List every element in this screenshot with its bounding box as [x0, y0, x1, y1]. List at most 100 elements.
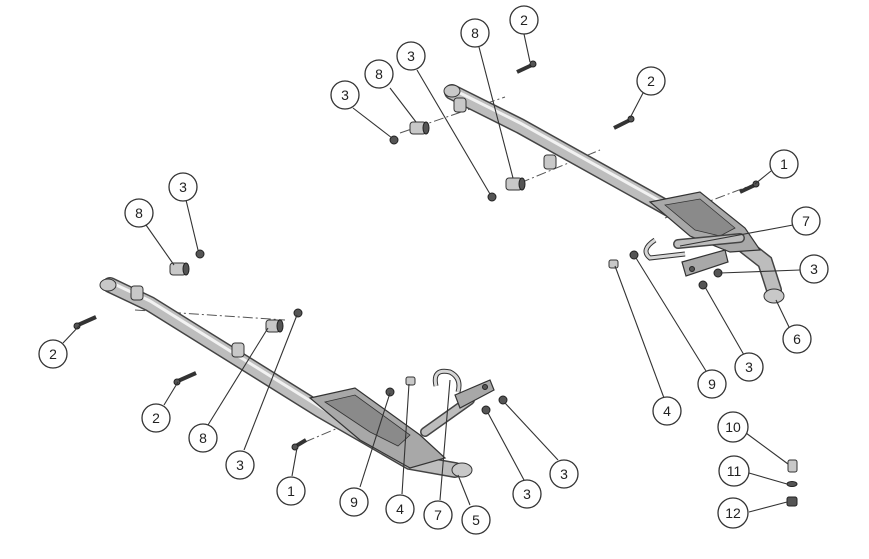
callout-lower-4: 4	[385, 494, 415, 524]
svg-text:3: 3	[341, 87, 349, 103]
lower-nut-3-a	[195, 249, 205, 259]
svg-text:9: 9	[708, 376, 716, 392]
upper-spacer-8-a	[409, 121, 430, 135]
lower-pin-4	[405, 376, 416, 386]
svg-text:8: 8	[471, 25, 479, 41]
detail-hardware-stack	[786, 459, 798, 507]
callout-upper-8: 8	[364, 59, 394, 89]
upper-boss-mid	[543, 154, 557, 170]
lower-nut-3-d	[498, 395, 508, 405]
svg-text:4: 4	[663, 403, 671, 419]
svg-text:10: 10	[725, 419, 741, 435]
callout-upper-9: 9	[697, 369, 727, 399]
svg-text:7: 7	[434, 507, 442, 523]
callout-lower-7: 7	[423, 500, 453, 530]
lower-bolt-2-left	[73, 315, 97, 330]
lower-washer-9	[385, 387, 395, 397]
svg-text:2: 2	[647, 73, 655, 89]
upper-bolt-2-top	[516, 60, 537, 74]
callouts: 2 8 3 3 8 2 1 7 3 6 3 9 4 3 8 2 2 8 3 1 …	[38, 5, 829, 535]
lower-boss-front	[130, 285, 144, 301]
svg-text:3: 3	[560, 466, 568, 482]
callout-upper-8-b: 8	[460, 18, 490, 48]
lower-end-cap	[451, 462, 473, 478]
leader-lines	[62, 33, 801, 513]
callout-lower-1: 1	[276, 476, 306, 506]
callout-lower-5: 5	[461, 505, 491, 535]
callout-upper-1: 1	[769, 149, 799, 179]
callout-detail-11: 11	[718, 455, 750, 487]
upper-rail-assembly	[389, 60, 785, 304]
callout-lower-3-d: 3	[549, 459, 579, 489]
svg-text:3: 3	[745, 359, 753, 375]
svg-text:7: 7	[802, 213, 810, 229]
callout-upper-4: 4	[652, 396, 682, 426]
callout-lower-3-b: 3	[225, 450, 255, 480]
svg-text:5: 5	[472, 512, 480, 528]
upper-spacer-8-b	[505, 177, 526, 191]
svg-text:2: 2	[520, 12, 528, 28]
callout-lower-8-b: 8	[188, 423, 218, 453]
svg-text:1: 1	[780, 156, 788, 172]
upper-bolt-2-right	[613, 115, 635, 130]
svg-text:3: 3	[179, 179, 187, 195]
svg-text:4: 4	[396, 501, 404, 517]
upper-pin-4	[608, 259, 619, 269]
callout-upper-7: 7	[791, 206, 821, 236]
callout-upper-3-a: 3	[330, 80, 360, 110]
upper-centerline-c	[664, 181, 761, 219]
lower-bolt-2-mid	[173, 371, 197, 386]
upper-end-cap	[763, 288, 785, 304]
upper-step-plate-tread	[664, 198, 736, 237]
upper-bracket-hole	[689, 266, 695, 272]
callout-detail-12: 12	[717, 497, 749, 529]
lower-step-plate-tread	[324, 394, 411, 447]
callout-lower-2-left: 2	[38, 339, 68, 369]
callout-detail-10: 10	[717, 411, 749, 443]
lower-spacer-8-b	[265, 319, 284, 333]
lower-bracket-hole	[482, 384, 488, 390]
upper-nut-3-b	[487, 192, 497, 202]
svg-text:12: 12	[725, 505, 741, 521]
upper-boss-front	[453, 97, 467, 113]
lower-spacer-8-a	[169, 262, 190, 276]
detail-washer-11	[786, 481, 798, 487]
upper-washer-9	[629, 250, 639, 260]
callout-lower-9: 9	[339, 487, 369, 517]
svg-text:2: 2	[152, 410, 160, 426]
callout-lower-3-a: 3	[168, 172, 198, 202]
lower-u-bolt-body	[433, 369, 461, 393]
upper-u-bolt-body	[644, 238, 686, 260]
upper-bolt-1	[739, 180, 760, 194]
lower-bolt-1	[291, 438, 308, 451]
detail-nut-12	[786, 496, 798, 507]
lower-nut-3-c	[481, 405, 491, 415]
svg-text:8: 8	[199, 430, 207, 446]
upper-front-cap	[443, 84, 461, 98]
svg-text:2: 2	[49, 346, 57, 362]
callout-upper-2-right: 2	[636, 66, 666, 96]
svg-text:3: 3	[523, 486, 531, 502]
callout-upper-2-top: 2	[509, 5, 539, 35]
svg-text:1: 1	[287, 483, 295, 499]
svg-text:3: 3	[810, 261, 818, 277]
svg-text:11: 11	[727, 463, 742, 479]
callout-upper-3-d: 3	[734, 352, 764, 382]
svg-text:8: 8	[135, 205, 143, 221]
lower-boss-mid	[231, 342, 245, 358]
callout-upper-3-c: 3	[799, 254, 829, 284]
callout-lower-8: 8	[124, 198, 154, 228]
svg-text:8: 8	[375, 66, 383, 82]
callout-lower-3-c: 3	[512, 479, 542, 509]
svg-text:6: 6	[793, 331, 801, 347]
svg-text:3: 3	[236, 457, 244, 473]
callout-upper-6: 6	[782, 324, 812, 354]
detail-bolt-10	[787, 459, 798, 473]
svg-text:3: 3	[407, 48, 415, 64]
lower-rail-assembly	[73, 249, 508, 478]
lower-front-cap	[99, 278, 117, 292]
callout-lower-2-mid: 2	[141, 403, 171, 433]
callout-upper-3-b: 3	[396, 41, 426, 71]
lower-nut-3-b	[293, 308, 303, 318]
